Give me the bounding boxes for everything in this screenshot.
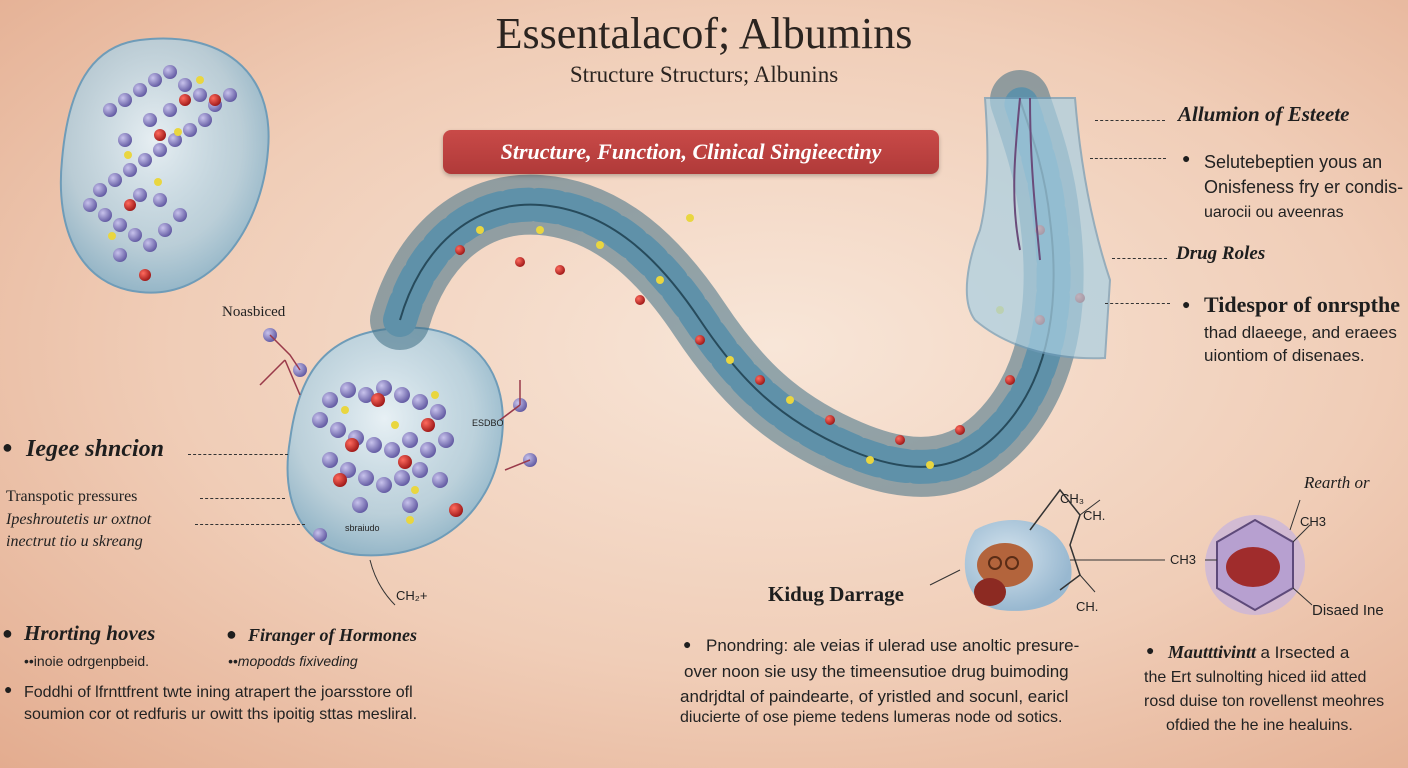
bullet-icon: ● [1182, 150, 1191, 166]
left-line-2: Ipeshroutetis ur oxtnot [6, 511, 152, 528]
left-heading-2: Hrorting hoves [24, 621, 156, 645]
center-para-2: over noon sie usy the timeensutioe drug … [684, 662, 1069, 681]
center-para-1: Pnondring: ale veias if ulerad use anolt… [706, 636, 1080, 655]
label-nonsbiced: Noasbiced [222, 304, 286, 320]
right-heading-2: Drug Roles [1176, 243, 1266, 264]
leader-line [1095, 120, 1165, 121]
left-sub-2: ••inoie odrgenpbeid. [24, 653, 150, 669]
bullet-icon: ● [2, 623, 13, 643]
left-heading-3: Firanger of Hormones [248, 625, 418, 645]
bullet-icon: ● [4, 681, 13, 697]
label-rearth: Rearth or [1304, 473, 1370, 492]
page-title: Essentalacof; Albumins [495, 9, 913, 58]
right-heading-3: Tidespor of onrspthe [1204, 292, 1401, 317]
left-heading-1: Iegee shncion [26, 436, 164, 462]
right-line-2: Onisfeness fry er condis- [1204, 177, 1404, 197]
bullet-icon: ● [1182, 296, 1191, 312]
label-ch3-right: CH3 [1300, 514, 1327, 529]
right-bottom-line-3: ofdied the he ine healuins. [1166, 717, 1353, 734]
albumin-molecule-top-left [59, 37, 270, 294]
left-sub-3: ••mopodds fixiveding [228, 653, 358, 669]
right-heading-1: Allumion of Esteete [1178, 102, 1350, 126]
albumin-molecule-center [259, 326, 537, 606]
right-bottom-line-1: the Ert sulnolting hiced iid atted [1144, 669, 1367, 686]
molecule-tag-2: sbraiudo [345, 523, 380, 533]
right-line-5: uiontiom of disenaes. [1204, 346, 1365, 365]
leader-line [1090, 158, 1166, 159]
bullet-icon: ● [226, 624, 237, 644]
right-bottom-heading-rest: a Irsected a [1260, 643, 1350, 662]
label-ch3-a: CH₃ [1060, 491, 1085, 506]
left-line-3: inectrut tio u skreang [6, 533, 143, 550]
label-ch3-left: CH3 [1170, 552, 1197, 567]
leader-line [1112, 258, 1167, 259]
leader-line [188, 454, 288, 455]
leader-line [200, 498, 285, 499]
center-para-4: diucierte of ose pieme tedens lumeras no… [680, 709, 1063, 726]
left-para-1: Foddhi of lfrnttfrent twte ining atraper… [24, 684, 413, 701]
label-disaed: Disaed Ine [1312, 602, 1384, 619]
page-subtitle: Structure Structurs; Albunins [569, 62, 839, 87]
left-para-2: soumion cor ot redfuris ur owitt ths ipo… [24, 706, 418, 723]
label-ch-bottom: CH₂+ [396, 588, 428, 603]
label-ch-b: CH. [1083, 508, 1106, 523]
leader-line [195, 524, 305, 525]
right-line-3: uarocii ou aveenras [1204, 204, 1344, 221]
bullet-icon: ● [683, 636, 692, 652]
kidney-damage-label: Kidug Darrage [768, 582, 904, 606]
bullet-icon: ● [1146, 642, 1155, 658]
center-para-3: andrjdtal of paindearte, of yristled and… [680, 687, 1069, 706]
bullet-icon: ● [2, 437, 13, 457]
left-line-1: Transpotic pressures [6, 488, 138, 505]
topic-banner: Structure, Function, Clinical Singieecti… [443, 130, 939, 174]
blood-vessel-illustration [965, 97, 1112, 360]
right-line-1: Selutebeptien yous an [1204, 152, 1383, 172]
right-line-4: thad dlaeege, and eraees [1204, 323, 1397, 342]
right-bottom-heading-row: Mautttivintt a Irsected a [1168, 640, 1349, 665]
right-bottom-heading: Mautttivintt [1168, 642, 1257, 662]
label-ch-c: CH. [1076, 599, 1099, 614]
molecule-tag-1: ESDBO [472, 418, 504, 428]
right-bottom-line-2: rosd duise ton rovellenst meohres [1144, 693, 1385, 710]
hormone-ring-illustration [1205, 499, 1313, 615]
kidney-cell-illustration [929, 488, 1165, 611]
leader-line [1105, 303, 1170, 304]
